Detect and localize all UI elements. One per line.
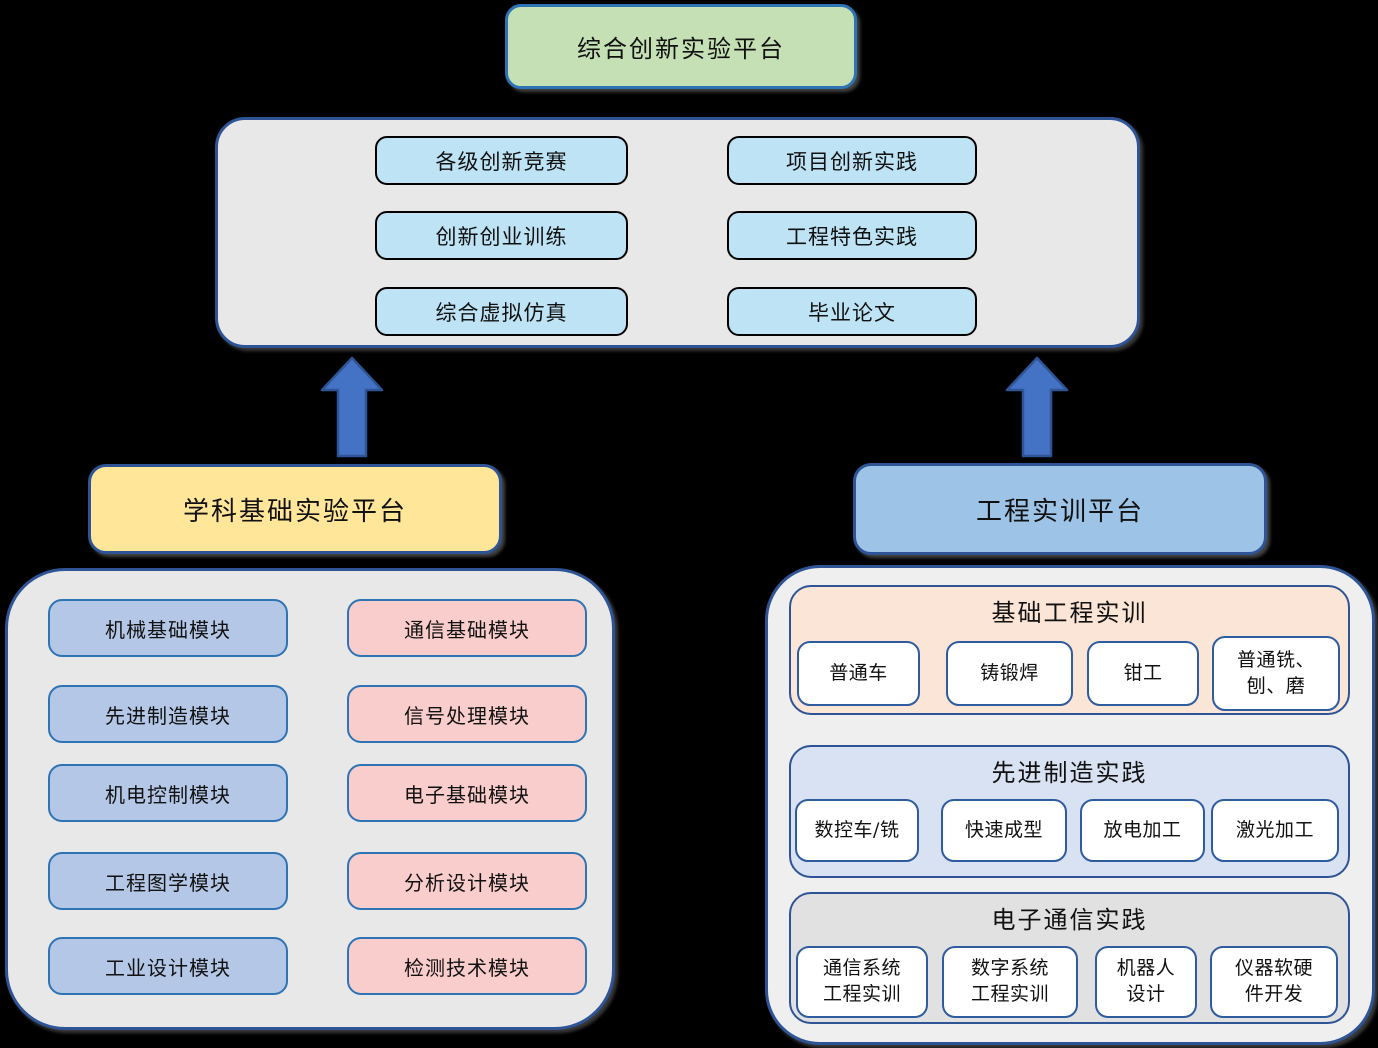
pink-module: 电子基础模块: [347, 764, 587, 822]
blue-module: 工业设计模块: [48, 937, 288, 995]
section-title: 基础工程实训: [991, 599, 1148, 627]
blue-module: 机电控制模块: [48, 764, 288, 822]
training-item: 快速成型: [941, 799, 1067, 862]
training-item: 通信系统 工程实训: [796, 946, 928, 1018]
training-item: 数控车/铣: [795, 799, 919, 862]
innovation-item: 毕业论文: [727, 287, 977, 336]
pink-module: 信号处理模块: [347, 685, 587, 743]
blue-module: 工程图学模块: [48, 852, 288, 910]
up-arrow-icon: [320, 356, 384, 458]
pink-module: 分析设计模块: [347, 852, 587, 910]
training-item: 放电加工: [1080, 799, 1205, 862]
innovation-item: 项目创新实践: [727, 136, 977, 185]
blue-module: 机械基础模块: [48, 599, 288, 657]
training-item: 铸锻焊: [946, 641, 1073, 706]
training-item: 激光加工: [1211, 799, 1339, 862]
innovation-item: 创新创业训练: [375, 211, 628, 260]
pink-module: 通信基础模块: [347, 599, 587, 657]
up-arrow-icon: [1005, 356, 1069, 458]
training-item: 数字系统 工程实训: [942, 946, 1078, 1018]
pink-module: 检测技术模块: [347, 937, 587, 995]
training-item: 机器人 设计: [1095, 946, 1197, 1018]
training-item: 钳工: [1087, 641, 1199, 706]
section-title: 先进制造实践: [991, 759, 1148, 787]
training-item: 普通车: [797, 641, 920, 706]
left-platform-node: 学科基础实验平台: [88, 464, 502, 554]
innovation-item: 各级创新竞赛: [375, 136, 628, 185]
right-platform-node: 工程实训平台: [853, 463, 1267, 555]
training-item: 普通铣、 刨、磨: [1212, 636, 1340, 711]
innovation-container: [215, 117, 1140, 348]
training-item: 仪器软硬 件开发: [1210, 946, 1338, 1018]
innovation-item: 工程特色实践: [727, 211, 977, 260]
innovation-item: 综合虚拟仿真: [375, 287, 628, 336]
top-platform-node: 综合创新实验平台: [505, 4, 857, 89]
blue-module: 先进制造模块: [48, 685, 288, 743]
section-title: 电子通信实践: [991, 906, 1148, 934]
